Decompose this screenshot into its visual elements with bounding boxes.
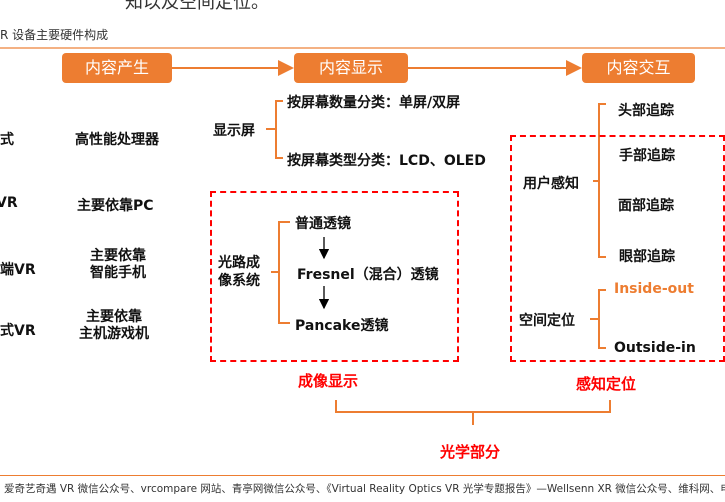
section-title: R 设备主要硬件构成 xyxy=(0,28,109,42)
outside-in-item: Outside-in xyxy=(614,340,696,356)
device-type-3: 端VR xyxy=(0,262,36,278)
screen-item-count: 按屏幕数量分类：单屏/双屏 xyxy=(287,95,461,111)
inside-out-item: Inside-out xyxy=(614,281,694,297)
footer-divider xyxy=(0,475,725,476)
user-perception-label: 用户感知 xyxy=(523,176,579,192)
top-text-fragment: 知以及空间定位。 xyxy=(125,0,269,13)
generation-item-1: 高性能处理器 xyxy=(75,132,159,148)
generation-item-4: 主要依靠 主机游戏机 xyxy=(79,309,149,342)
generation-item-2: 主要依靠PC xyxy=(77,198,154,214)
spatial-positioning-label: 空间定位 xyxy=(519,313,575,329)
optics-item-normal: 普通透镜 xyxy=(295,216,351,232)
device-type-1: 式 xyxy=(0,132,14,148)
optics-item-fresnel: Fresnel（混合）透镜 xyxy=(297,267,439,283)
perception-positioning-box xyxy=(510,135,725,362)
device-type-2: VR xyxy=(0,195,18,211)
header-content-display: 内容显示 xyxy=(294,53,408,83)
title-divider xyxy=(0,47,725,49)
screen-item-type: 按屏幕类型分类：LCD、OLED xyxy=(287,153,486,169)
optics-label: 光路成 像系统 xyxy=(218,255,260,289)
generation-item-3: 主要依靠 智能手机 xyxy=(90,248,146,281)
header-content-generation: 内容产生 xyxy=(62,53,172,83)
tracking-face: 面部追踪 xyxy=(618,198,674,214)
tracking-eye: 眼部追踪 xyxy=(619,249,675,265)
imaging-display-box xyxy=(210,191,459,362)
perception-positioning-label: 感知定位 xyxy=(576,375,637,393)
header-content-interaction: 内容交互 xyxy=(582,53,695,83)
tracking-head: 头部追踪 xyxy=(618,103,674,119)
optics-item-pancake: Pancake透镜 xyxy=(295,318,389,334)
device-type-4: 式VR xyxy=(0,323,36,339)
source-text: 爱奇艺奇遇 VR 微信公众号、vrcompare 网站、青亭网微信公众号、《Vi… xyxy=(4,483,725,495)
screen-label: 显示屏 xyxy=(213,123,255,139)
optics-part-label: 光学部分 xyxy=(440,443,501,461)
tracking-hand: 手部追踪 xyxy=(619,148,675,164)
imaging-display-label: 成像显示 xyxy=(298,372,359,390)
